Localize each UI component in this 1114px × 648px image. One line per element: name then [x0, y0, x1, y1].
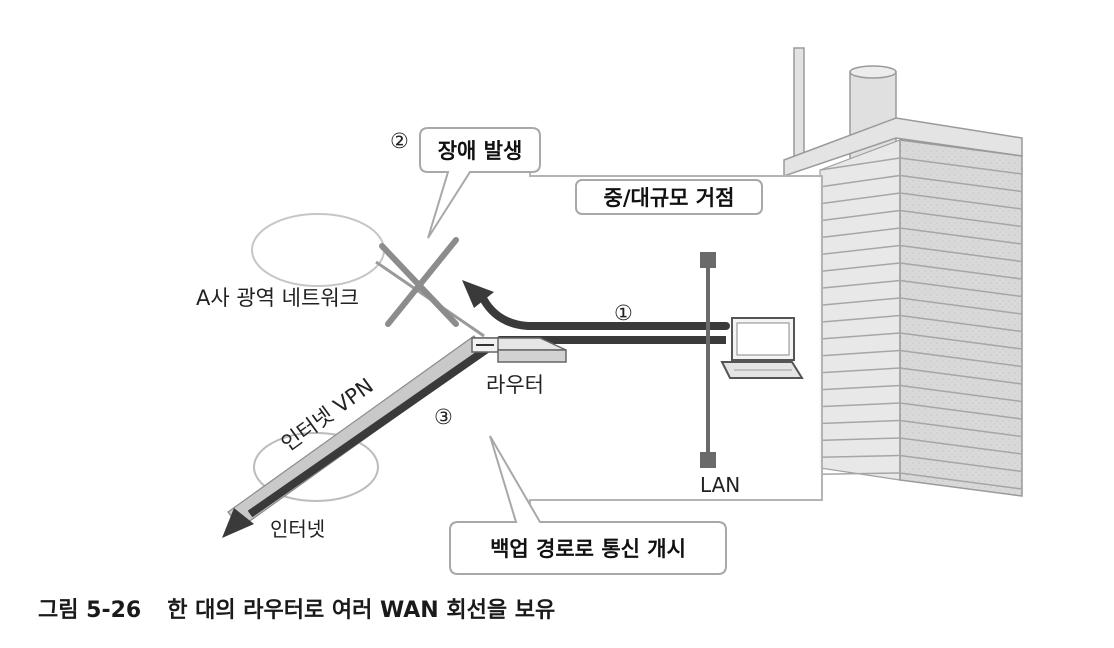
building-floor-line [819, 349, 901, 357]
building-floor-line [819, 262, 901, 273]
building-floor-line [899, 279, 1023, 298]
building-floor-line [819, 209, 901, 222]
building-floor-line [899, 297, 1023, 315]
backup-callout [449, 435, 727, 575]
building-floor-line [899, 192, 1023, 210]
building-floor-line [899, 437, 1023, 455]
main-arrow-head [462, 280, 494, 308]
building-floor-line [899, 262, 1023, 280]
building-floor-line [819, 402, 901, 408]
building-floor-line [899, 314, 1023, 333]
building-floor-line [819, 454, 901, 459]
lan-label: LAN [700, 473, 740, 497]
lan-switch-icon [700, 252, 716, 468]
building-floor-line [899, 332, 1023, 350]
building-icon [783, 47, 1023, 497]
building-floor-line [899, 419, 1023, 438]
building-floor-line [819, 367, 901, 374]
router-icon [471, 337, 567, 363]
marker-main: ① [614, 301, 633, 325]
site-label: 중/대규모 거점 [604, 186, 735, 210]
building-floor-line [819, 297, 901, 306]
building-floor-line [819, 192, 901, 205]
wan-cloud [251, 213, 385, 287]
figure-caption: 그림 5-26 한 대의 라우터로 여러 WAN 회선을 보유 [38, 592, 555, 624]
building-floor-line [899, 454, 1023, 473]
marker-failure: ② [390, 129, 409, 153]
building-floor-line [819, 472, 901, 475]
laptop-icon [720, 317, 804, 379]
backup-arrow-head [222, 508, 254, 538]
failure-label: 장애 발생 [438, 139, 523, 163]
router-label: 라우터 [486, 373, 544, 397]
building-floor-line [819, 332, 901, 340]
building-floor-line [819, 419, 901, 425]
failure-callout [419, 127, 541, 239]
building-floor-line [819, 157, 901, 171]
building-floor-line [819, 244, 901, 256]
building-floor-line [899, 367, 1023, 385]
building-floor-line [899, 227, 1023, 245]
building-floor-line [899, 174, 1023, 193]
building-floor-line [899, 157, 1023, 175]
building-floor-line [899, 384, 1023, 403]
building-floor-line [899, 349, 1023, 368]
cross-mark-icon [379, 237, 459, 327]
site-label-box [575, 179, 763, 215]
marker-backup: ③ [434, 405, 453, 429]
building-floor-line [819, 384, 901, 391]
building-floor-line [819, 279, 901, 290]
building-floor-line [819, 437, 901, 442]
building-floor-line [819, 227, 901, 239]
building-floor-line [819, 174, 901, 188]
wan-label: A사 광역 네트워크 [196, 286, 359, 310]
backup-label: 백업 경로로 통신 개시 [490, 537, 686, 561]
figure-number: 그림 5-26 [38, 598, 142, 623]
building-floor-line [899, 402, 1023, 420]
figure-caption-text: 한 대의 라우터로 여러 WAN 회선을 보유 [167, 598, 556, 623]
building-floor-line [899, 472, 1023, 490]
internet-label: 인터넷 [270, 517, 325, 541]
main-route-line [480, 296, 730, 330]
building-floor-line [899, 244, 1023, 263]
building-floor-line [819, 314, 901, 323]
building-floor-line [899, 209, 1023, 228]
